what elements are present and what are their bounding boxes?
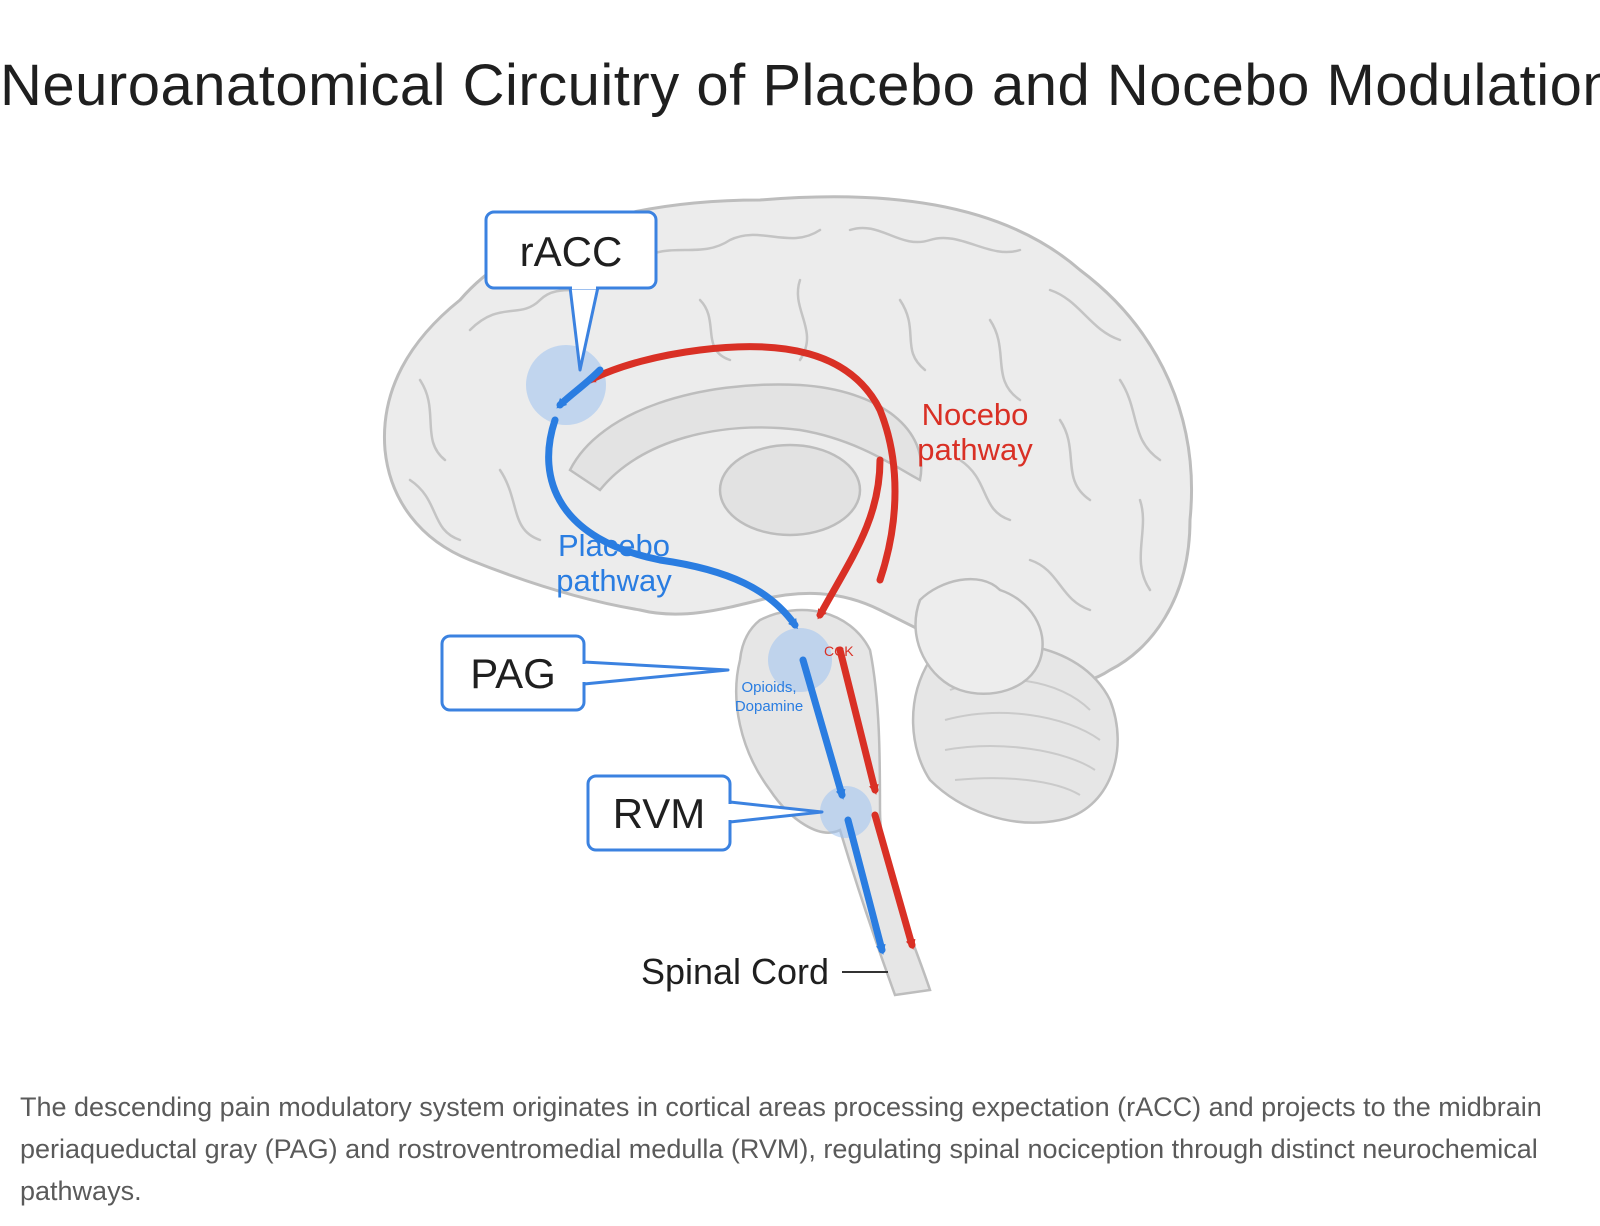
placebo-label-line2: pathway bbox=[556, 563, 672, 598]
corpus-callosum bbox=[568, 383, 923, 492]
diagram-title: Neuroanatomical Circuitry of Placebo and… bbox=[0, 53, 1600, 118]
figure-caption: The descending pain modulatory system or… bbox=[20, 1092, 1542, 1206]
placebo-arrow-spinal bbox=[844, 816, 886, 955]
placebo-arrow-descending bbox=[799, 656, 846, 800]
pag-callout-pointer bbox=[583, 660, 730, 686]
placebo-arrow-racc bbox=[556, 366, 604, 409]
rvm-label: RVM bbox=[613, 790, 706, 837]
limbic-structure bbox=[914, 577, 1044, 695]
nocebo-label-line1: Nocebo bbox=[922, 397, 1029, 432]
nocebo-arrow-to-pag bbox=[816, 456, 884, 620]
rvm-highlight bbox=[820, 786, 872, 838]
racc-highlight bbox=[526, 345, 606, 425]
nocebo-arrow-spinal bbox=[871, 811, 916, 950]
spinal-cord-label: Spinal Cord bbox=[641, 951, 829, 992]
cck-label: CCK bbox=[824, 643, 854, 659]
rvm-callout-pointer bbox=[729, 800, 824, 824]
nocebo-arrow-descending bbox=[836, 646, 879, 795]
opioids-label-line1: Opioids, bbox=[741, 679, 796, 696]
placebo-label-line1: Placebo bbox=[558, 528, 670, 563]
thalamus bbox=[718, 443, 862, 537]
opioids-label-line2: Dopamine bbox=[735, 698, 803, 715]
nocebo-arrow bbox=[585, 343, 899, 584]
brain-diagram-svg: rACC PAG RVM Nocebo pathway Placebo path… bbox=[382, 195, 1193, 997]
brain-diagram: rACC PAG RVM Nocebo pathway Placebo path… bbox=[0, 160, 1600, 1060]
placebo-arrow-to-pag bbox=[545, 416, 799, 630]
racc-label: rACC bbox=[520, 228, 623, 275]
nocebo-label-line2: pathway bbox=[917, 432, 1033, 467]
pag-label: PAG bbox=[470, 650, 556, 697]
racc-label-box bbox=[484, 210, 658, 290]
racc-callout-pointer bbox=[568, 286, 600, 372]
